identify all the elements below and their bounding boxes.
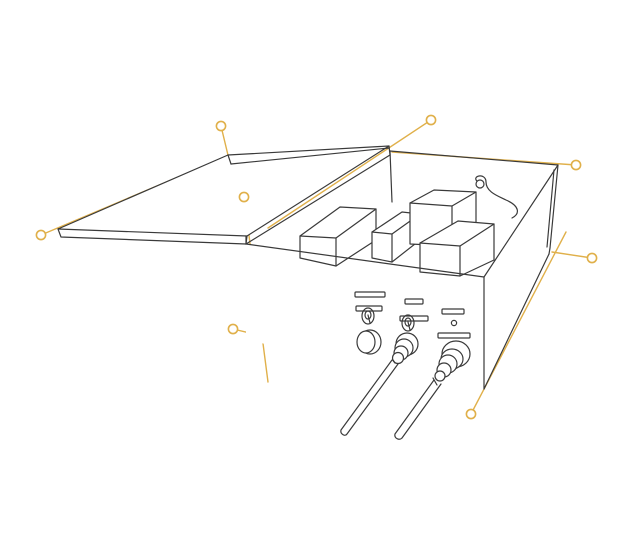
front-panel (340, 291, 471, 440)
cable-right (394, 379, 442, 440)
box-front-wall (245, 164, 559, 390)
callout-line-3 (267, 119, 432, 229)
toggle-switch-2 (401, 314, 415, 332)
callout-marker-1 (215, 120, 227, 132)
label-plate-1 (354, 291, 386, 298)
lid (57, 145, 391, 245)
indicator-led (450, 319, 458, 327)
callout-marker-6 (227, 323, 239, 335)
callout-markers (35, 114, 598, 420)
callout-marker-5 (238, 191, 250, 203)
cable-gland-left (391, 332, 419, 365)
callout-marker-2 (35, 229, 47, 241)
round-knob (356, 329, 382, 355)
callout-marker-4 (570, 159, 582, 171)
label-plate-2 (404, 298, 424, 305)
callout-marker-7 (586, 252, 598, 264)
cable-gland-right (432, 340, 471, 386)
internal-components (299, 175, 518, 277)
label-plate-6 (437, 332, 471, 339)
label-plate-3 (441, 308, 465, 315)
cable-left (340, 359, 399, 436)
callout-marker-3 (425, 114, 437, 126)
callout-line-7 (551, 251, 593, 259)
toggle-switch-1 (361, 307, 375, 325)
enclosure (57, 145, 559, 440)
callout-marker-8 (465, 408, 477, 420)
